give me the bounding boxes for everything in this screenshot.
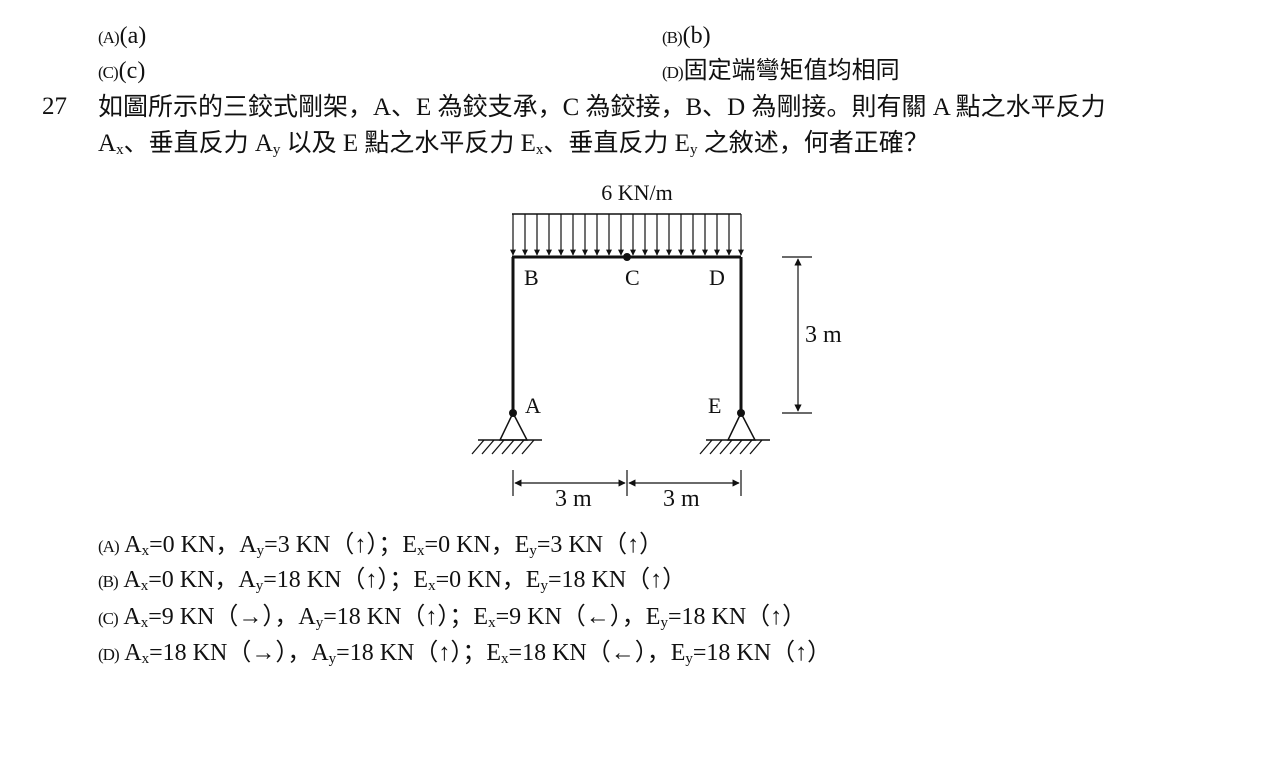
option-text: =0 KN，E — [424, 532, 530, 558]
prev-option-a: (A)(a) — [98, 22, 146, 52]
option-subscript: y — [685, 651, 693, 667]
option-text: =0 KN，A — [148, 567, 256, 593]
option-letter: (A) — [98, 537, 120, 556]
stem-subscript: x — [116, 142, 124, 158]
option-text: (b) — [682, 23, 711, 49]
option-text: =18 KN（↑） — [692, 640, 832, 666]
stem-text: 以及 E 點之水平反力 E — [280, 130, 536, 157]
span-left-label: 3 m — [555, 486, 592, 512]
height-label: 3 m — [805, 322, 842, 348]
stem-text: 之敘述，何者正確？ — [697, 130, 929, 157]
hinge-c — [623, 253, 631, 261]
stem-text: 、垂直反力 A — [123, 130, 273, 157]
node-label-b: B — [524, 265, 539, 290]
option-subscript: x — [140, 615, 149, 631]
prev-option-d: (D)固定端彎矩值均相同 — [662, 57, 900, 87]
option-text: =9 KN（←），E — [495, 604, 661, 630]
prev-option-b: (B)(b) — [662, 22, 711, 52]
option-letter: (A) — [98, 28, 120, 47]
option-a: (A) Ax=0 KN，Ay=3 KN（↑）；Ex=0 KN，Ey=3 KN（↑… — [98, 531, 663, 561]
node-label-c: C — [625, 265, 640, 290]
option-text: =3 KN（↑）；E — [264, 532, 418, 558]
pin-support-e — [699, 412, 770, 455]
option-subscript: y — [315, 615, 324, 631]
option-text: =18 KN（↑） — [667, 604, 807, 630]
option-text: =0 KN，E — [435, 567, 541, 593]
node-label-d: D — [709, 265, 725, 290]
option-subscript: x — [417, 543, 425, 559]
option-text: =18 KN（↑）；E — [336, 640, 502, 666]
option-text: =18 KN（↑）；E — [263, 567, 429, 593]
stem-subscript: y — [272, 142, 281, 158]
option-text: (a) — [119, 23, 147, 49]
option-letter: (C) — [98, 63, 119, 82]
span-dimension — [512, 470, 742, 496]
option-subscript: y — [529, 543, 537, 559]
option-subscript: y — [660, 615, 668, 631]
height-dimension — [782, 256, 812, 414]
option-subscript: x — [141, 651, 150, 667]
option-subscript: y — [256, 543, 265, 559]
option-text: =18 KN（→），A — [149, 640, 329, 666]
option-letter: (D) — [98, 645, 120, 664]
option-subscript: y — [328, 651, 337, 667]
stem-subscript: x — [535, 142, 544, 158]
option-subscript: y — [540, 578, 548, 594]
option-subscript: x — [501, 651, 509, 667]
option-d: (D) Ax=18 KN（→），Ay=18 KN（↑）；Ex=18 KN（←），… — [98, 639, 831, 669]
option-letter: (B) — [98, 572, 119, 591]
question-stem-line-1: 如圖所示的三鉸式剛架，A、E 為鉸支承，C 為鉸接，B、D 為剛接。則有關 A … — [98, 94, 1106, 121]
option-text: A — [123, 604, 141, 630]
load-arrows — [510, 214, 744, 256]
load-label: 6 KN/m — [601, 180, 673, 205]
option-b: (B) Ax=0 KN，Ay=18 KN（↑）；Ex=0 KN，Ey=18 KN… — [98, 566, 686, 596]
option-letter: (D) — [662, 63, 684, 82]
question-stem-line-2: Ax、垂直反力 Ay 以及 E 點之水平反力 Ex、垂直反力 Ey 之敘述，何者… — [98, 128, 929, 160]
option-subscript: y — [255, 578, 264, 594]
option-subscript: x — [428, 578, 436, 594]
question-number: 27 — [42, 93, 67, 120]
option-letter: (B) — [662, 28, 683, 47]
stem-subscript: y — [689, 142, 698, 158]
option-text: =18 KN（↑） — [547, 567, 687, 593]
prev-option-c: (C)(c) — [98, 57, 145, 87]
option-text: A — [123, 567, 141, 593]
option-c: (C) Ax=9 KN（→），Ay=18 KN（↑）；Ex=9 KN（←），Ey… — [98, 603, 806, 633]
option-text: 固定端彎矩值均相同 — [683, 58, 900, 84]
node-label-e: E — [708, 393, 721, 418]
pin-support-a — [471, 412, 542, 455]
option-text: (c) — [118, 58, 146, 84]
option-subscript: x — [141, 543, 150, 559]
option-subscript: x — [488, 615, 496, 631]
span-right-label: 3 m — [663, 486, 700, 512]
option-subscript: x — [140, 578, 149, 594]
option-text: =18 KN（←），E — [508, 640, 686, 666]
node-label-a: A — [525, 393, 541, 418]
stem-text: 、垂直反力 E — [543, 130, 690, 157]
option-text: A — [124, 532, 142, 558]
stem-text: A — [98, 130, 117, 157]
option-text: =18 KN（↑）；E — [323, 604, 489, 630]
option-text: =0 KN，A — [149, 532, 257, 558]
option-text: =9 KN（→），A — [148, 604, 316, 630]
option-letter: (C) — [98, 609, 119, 628]
option-text: A — [124, 640, 142, 666]
option-text: =3 KN（↑） — [536, 532, 664, 558]
